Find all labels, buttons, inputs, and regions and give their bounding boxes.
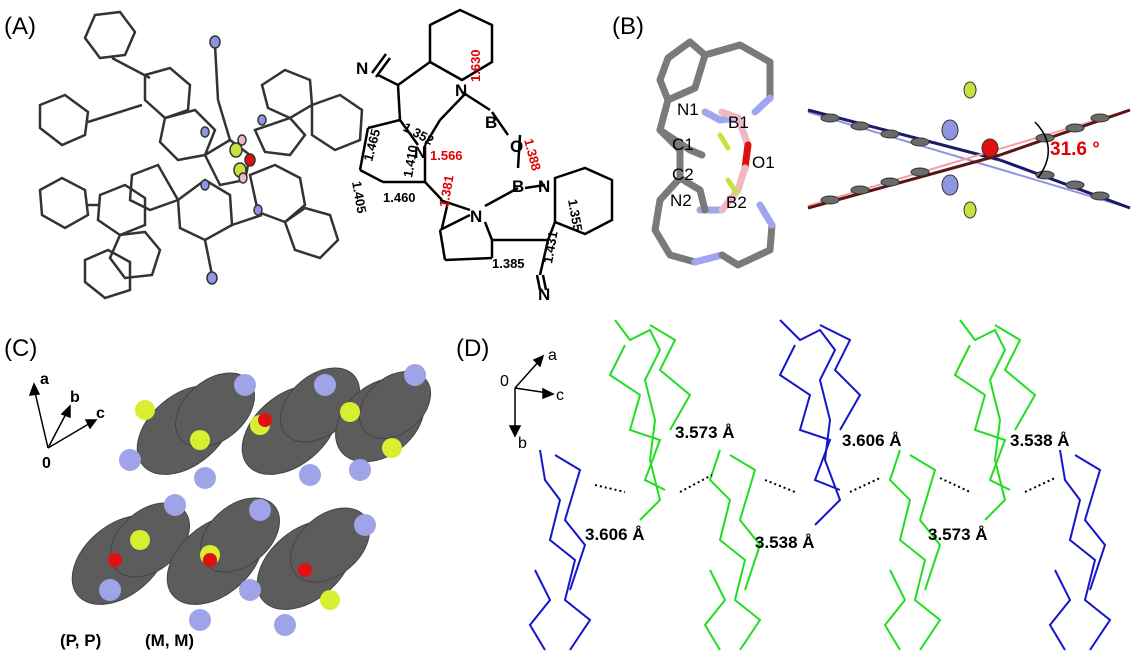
atom-label-o1: O1 xyxy=(752,153,775,172)
angle-label: 31.6 ° xyxy=(1050,139,1100,160)
stick-model-labels-b: N1 B1 O1 C1 C2 N2 B2 xyxy=(670,100,775,212)
panel-label-d: (D) xyxy=(456,335,489,362)
axis-d-b: b xyxy=(518,435,527,452)
bond-length-2: 1.465 xyxy=(360,127,383,162)
axis-d-a: a xyxy=(548,347,557,364)
wire-molecules-d xyxy=(528,319,1112,651)
axis-c-c: c xyxy=(96,405,105,422)
atom-o-bridge: O xyxy=(510,137,523,156)
atom-label-b2: B2 xyxy=(726,193,747,212)
distance-label-4: 3.606 Å xyxy=(842,431,902,450)
atom-n-right: N xyxy=(538,177,550,196)
panel-label-c: (C) xyxy=(4,335,37,362)
atom-label-c2: C2 xyxy=(672,165,694,184)
panel-label-a: (A) xyxy=(4,13,36,40)
axis-d-c: c xyxy=(556,387,564,404)
bond-length-red-4: 1.381 xyxy=(436,174,456,209)
axis-c-a: a xyxy=(40,371,49,388)
space-filling-c xyxy=(71,364,432,636)
ortep-atoms-a xyxy=(200,35,267,285)
axes-d-labels: a c b 0 xyxy=(500,347,564,452)
atom-b-top: B xyxy=(485,113,497,132)
side-view-b: 31.6 ° xyxy=(807,81,1131,219)
atom-n-cyano-top: N xyxy=(356,59,368,78)
axis-c-origin: 0 xyxy=(42,455,51,472)
distance-label-5: 3.538 Å xyxy=(1010,431,1070,450)
distance-labels-d: 3.573 Å 3.606 Å 3.538 Å 3.606 Å 3.538 Å … xyxy=(585,423,1070,552)
bond-length-7: 1.355 xyxy=(565,198,585,233)
enantiomer-labels-c: (P, P) (M, M) xyxy=(60,631,194,650)
atom-label-b1: B1 xyxy=(728,113,749,132)
bond-length-5: 1.460 xyxy=(383,190,416,205)
atom-n-cyano-bot: N xyxy=(538,285,550,304)
stick-model-b xyxy=(651,38,776,269)
atom-b-bot: B xyxy=(512,177,524,196)
bond-length-red-2: 1.566 xyxy=(430,148,463,163)
atom-n-center: N xyxy=(470,207,482,226)
atom-label-n1: N1 xyxy=(677,100,699,119)
axis-d-origin: 0 xyxy=(500,373,509,390)
axes-d xyxy=(508,354,555,438)
axis-c-b: b xyxy=(70,389,80,406)
bond-structure-atoms-a: N N B O N B N N N xyxy=(356,59,550,304)
bond-structure-a xyxy=(358,8,614,291)
bond-lengths-a: 1.352 1.465 1.410 1.405 1.460 1.385 1.35… xyxy=(349,49,585,271)
bond-length-6: 1.385 xyxy=(492,256,525,271)
bond-length-red-1: 1.630 xyxy=(468,49,483,82)
bond-length-3: 1.410 xyxy=(400,144,420,179)
bond-length-4: 1.405 xyxy=(349,180,369,215)
atom-n-pip-top: N xyxy=(455,81,467,100)
axes-c xyxy=(28,382,98,449)
distance-label-3: 3.538 Å xyxy=(755,533,815,552)
contact-dashes-d xyxy=(594,474,1056,493)
ortep-structure-a xyxy=(38,10,364,300)
atom-n-left: N xyxy=(414,143,426,162)
distance-label-2: 3.606 Å xyxy=(585,525,645,544)
label-pp: (P, P) xyxy=(60,631,101,650)
bond-length-8: 1.431 xyxy=(540,230,560,265)
atom-label-c1: C1 xyxy=(672,135,694,154)
angle-arc xyxy=(1034,121,1050,179)
bond-length-red-3: 1.388 xyxy=(521,137,544,172)
distance-label-6: 3.573 Å xyxy=(928,525,988,544)
label-mm: (M, M) xyxy=(145,631,194,650)
axes-c-labels: a b c 0 xyxy=(40,371,105,472)
atom-label-n2: N2 xyxy=(670,191,692,210)
distance-label-1: 3.573 Å xyxy=(675,423,735,442)
panel-label-b: (B) xyxy=(612,13,644,40)
